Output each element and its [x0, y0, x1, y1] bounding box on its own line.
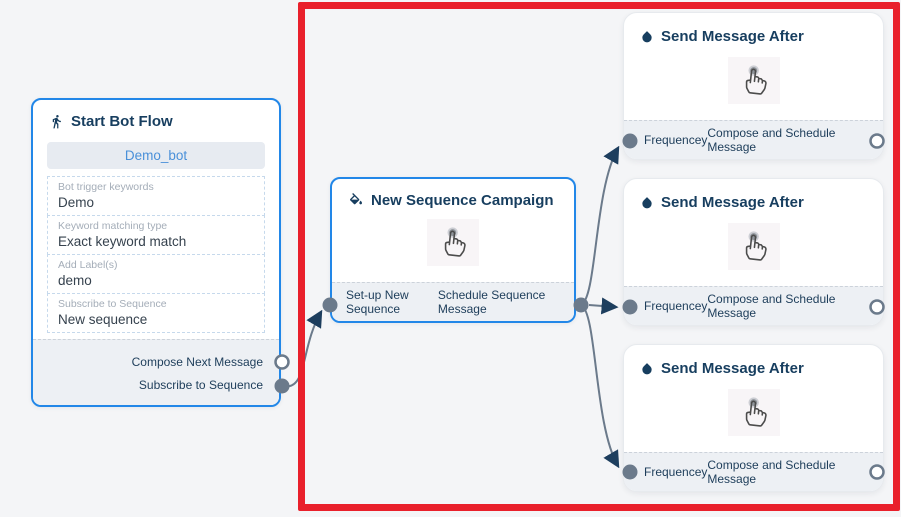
port-schedule-sequence-message[interactable]: Schedule Sequence Message — [437, 288, 546, 316]
field-label: Keyword matching type — [58, 220, 168, 232]
connector-campaign-input[interactable] — [322, 297, 338, 313]
node-title: New Sequence Campaign — [371, 192, 554, 209]
port-subscribe-to-sequence[interactable]: Subscribe to Sequence — [49, 376, 263, 393]
send-message-after-node-2[interactable]: Send Message After Frequencey Compose an… — [623, 178, 884, 326]
edge-campaign-to-msg2 — [588, 297, 619, 315]
connector-msg3-output[interactable] — [869, 464, 885, 480]
port-compose-and-schedule-message[interactable]: Compose and Schedule Message — [707, 126, 836, 154]
connector-compose-next-message[interactable] — [274, 354, 290, 370]
field-bot-trigger-keywords[interactable]: Bot trigger keywords Demo — [47, 176, 265, 216]
node-title: Start Bot Flow — [71, 113, 173, 130]
connector-subscribe-to-sequence[interactable] — [274, 378, 290, 394]
edge-subscribe-to-setup — [281, 309, 323, 388]
field-label: Subscribe to Sequence — [58, 298, 167, 310]
water-drop-icon — [642, 31, 652, 43]
port-label: Compose Next Message — [131, 355, 263, 369]
new-sequence-campaign-node[interactable]: New Sequence Campaign Set-up New Sequenc… — [330, 177, 576, 323]
field-list: Bot trigger keywords Demo Keyword matchi… — [47, 176, 265, 333]
field-label: Add Label(s) — [58, 259, 118, 271]
edge-campaign-to-msg1 — [580, 145, 620, 306]
connector-msg2-output[interactable] — [869, 299, 885, 315]
tap-hand-icon[interactable] — [727, 57, 780, 104]
port-compose-next-message[interactable]: Compose Next Message — [49, 353, 263, 370]
port-frequencey[interactable]: Frequencey — [644, 299, 708, 313]
water-drop-icon — [642, 197, 652, 209]
port-frequencey[interactable]: Frequencey — [644, 465, 708, 479]
tap-hand-icon[interactable] — [427, 219, 479, 266]
node-footer: Frequencey Compose and Schedule Message — [624, 452, 883, 491]
port-compose-and-schedule-message[interactable]: Compose and Schedule Message — [707, 458, 836, 486]
connector-msg1-input[interactable] — [622, 133, 638, 149]
field-value: Exact keyword match — [58, 234, 187, 249]
field-add-labels[interactable]: Add Label(s) demo — [47, 254, 265, 294]
send-message-after-node-3[interactable]: Send Message After Frequencey Compose an… — [623, 344, 884, 492]
port-compose-and-schedule-message[interactable]: Compose and Schedule Message — [707, 292, 836, 320]
field-value: Demo — [58, 195, 95, 210]
node-title-row: Start Bot Flow — [33, 100, 279, 136]
port-set-up-new-sequence[interactable]: Set-up New Sequence — [346, 288, 409, 316]
node-title-row: Send Message After — [624, 345, 883, 383]
node-footer: Frequencey Compose and Schedule Message — [624, 120, 883, 159]
tap-hand-icon[interactable] — [727, 389, 780, 436]
field-keyword-matching-type[interactable]: Keyword matching type Exact keyword matc… — [47, 215, 265, 255]
node-title: Send Message After — [661, 194, 804, 211]
send-message-after-node-1[interactable]: Send Message After Frequencey Compose an… — [623, 12, 884, 160]
bot-name-button[interactable]: Demo_bot — [47, 142, 265, 169]
node-footer: Set-up New Sequence Schedule Sequence Me… — [332, 282, 574, 321]
water-drop-icon — [642, 363, 652, 375]
walking-person-icon — [52, 114, 61, 129]
paint-bucket-icon — [349, 192, 362, 204]
port-label: Subscribe to Sequence — [138, 378, 263, 392]
node-title-row: New Sequence Campaign — [332, 179, 574, 215]
edge-campaign-to-msg3 — [580, 304, 620, 469]
connector-msg1-output[interactable] — [869, 133, 885, 149]
node-title-row: Send Message After — [624, 13, 883, 51]
tap-hand-icon[interactable] — [727, 223, 780, 270]
connector-msg3-input[interactable] — [622, 464, 638, 480]
port-frequencey[interactable]: Frequencey — [644, 133, 708, 147]
field-subscribe-to-sequence[interactable]: Subscribe to Sequence New sequence — [47, 293, 265, 333]
node-title: Send Message After — [661, 28, 804, 45]
node-title: Send Message After — [661, 360, 804, 377]
connector-msg2-input[interactable] — [622, 299, 638, 315]
node-footer: Frequencey Compose and Schedule Message — [624, 286, 883, 325]
node-title-row: Send Message After — [624, 179, 883, 217]
node-footer: Compose Next Message Subscribe to Sequen… — [33, 339, 279, 405]
field-label: Bot trigger keywords — [58, 181, 154, 193]
start-bot-flow-node[interactable]: Start Bot Flow Demo_bot Bot trigger keyw… — [31, 98, 281, 407]
field-value: demo — [58, 273, 92, 288]
field-value: New sequence — [58, 312, 148, 327]
connector-campaign-output[interactable] — [573, 297, 589, 313]
